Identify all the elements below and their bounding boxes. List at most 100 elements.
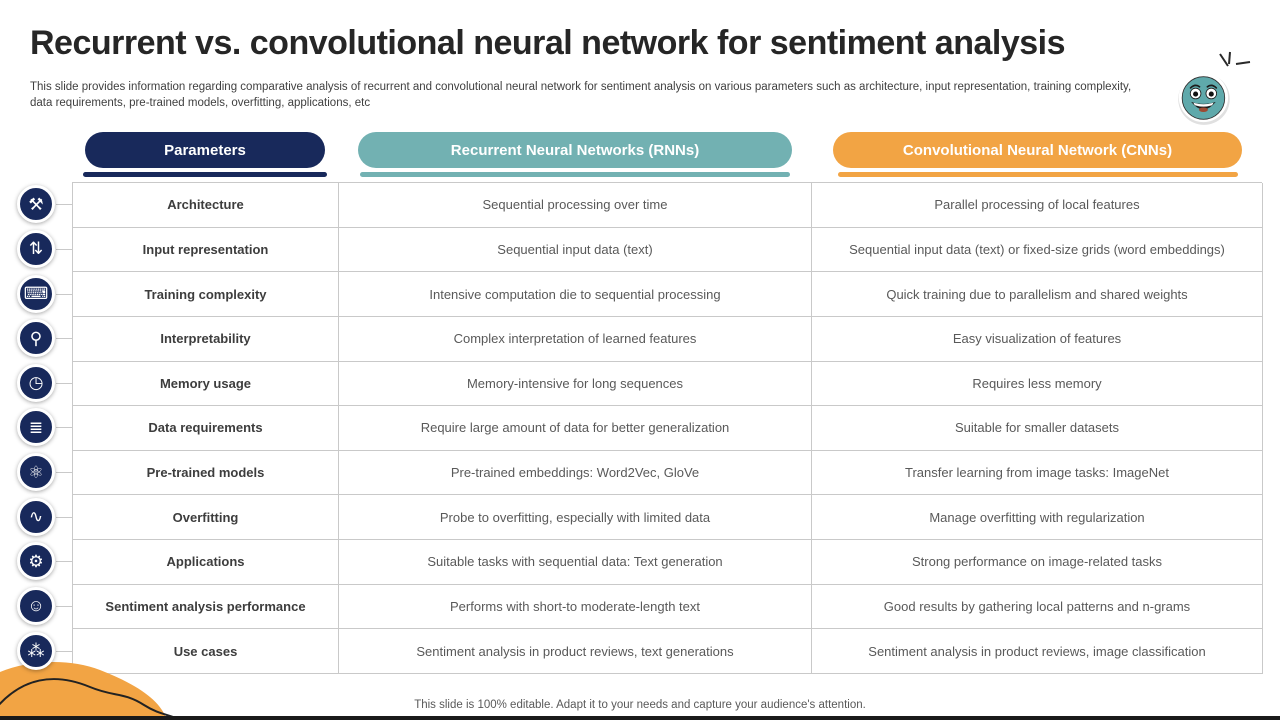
- clock-head-icon: ◷: [17, 363, 55, 402]
- page-subtitle: This slide provides information regardin…: [30, 81, 1132, 109]
- icon-connector-line: [56, 605, 72, 607]
- page-title: Recurrent vs. convolutional neural netwo…: [30, 24, 1066, 62]
- cnn-value-cell: Easy visualization of features: [812, 316, 1263, 362]
- row-icon-slot: ≣: [0, 405, 72, 450]
- row-icon-slot: ⁂: [0, 628, 72, 673]
- parameter-cell: Pre-trained models: [73, 450, 339, 496]
- rnn-value-cell: Suitable tasks with sequential data: Tex…: [339, 540, 812, 585]
- line-chart-icon-glyph: ∿: [28, 507, 44, 527]
- cnn-value-cell: Good results by gathering local patterns…: [812, 584, 1263, 630]
- parameter-cell: Data requirements: [73, 406, 339, 451]
- machine-icon-glyph: ⚒: [28, 194, 44, 214]
- parameter-cell: Memory usage: [73, 361, 339, 407]
- parameter-cell: Training complexity: [73, 272, 339, 317]
- footer-note: This slide is 100% editable. Adapt it to…: [414, 699, 866, 711]
- rnn-value-cell: Probe to overfitting, especially with li…: [339, 495, 812, 540]
- cnn-value-cell: Manage overfitting with regularization: [812, 495, 1263, 540]
- column-header-cnn-label: Convolutional Neural Network (CNNs): [902, 141, 1173, 159]
- icon-connector-line: [56, 472, 72, 474]
- row-icon-slot: ⚙: [0, 539, 72, 584]
- parameter-cell: Sentiment analysis performance: [73, 584, 339, 630]
- cnn-value-cell: Sequential input data (text) or fixed-si…: [812, 227, 1263, 273]
- cnn-value-cell: Strong performance on image-related task…: [812, 540, 1263, 585]
- rnn-value-cell: Complex interpretation of learned featur…: [339, 316, 812, 362]
- row-icon-slot: ◷: [0, 361, 72, 406]
- cnn-underline: [838, 172, 1238, 177]
- column-header-rnn: Recurrent Neural Networks (RNNs): [358, 132, 792, 168]
- smiley-face-icon: [1176, 70, 1232, 126]
- parameter-cell: Overfitting: [73, 495, 339, 540]
- cnn-value-cell: Parallel processing of local features: [812, 183, 1263, 228]
- row-icons-column: ⚒ ⇅ ⌨ ⚲ ◷ ≣ ⚛ ∿ ⚙ ☺ ⁂: [0, 182, 72, 673]
- rnn-value-cell: Sentiment analysis in product reviews, t…: [339, 629, 812, 674]
- rnn-value-cell: Intensive computation die to sequential …: [339, 272, 812, 317]
- parameter-cell: Use cases: [73, 629, 339, 674]
- rnn-underline: [360, 172, 790, 177]
- icon-connector-line: [56, 382, 72, 384]
- rnn-value-cell: Require large amount of data for better …: [339, 406, 812, 451]
- clock-head-icon-glyph: ◷: [28, 373, 44, 393]
- parameter-cell: Interpretability: [73, 316, 339, 362]
- icon-connector-line: [56, 650, 72, 652]
- rnn-value-cell: Sequential processing over time: [339, 183, 812, 228]
- icon-connector-line: [56, 561, 72, 563]
- icon-connector-line: [56, 248, 72, 250]
- row-icon-slot: ⌨: [0, 271, 72, 316]
- parameters-underline: [83, 172, 327, 177]
- parameter-cell: Input representation: [73, 227, 339, 273]
- network-icon-glyph: ⁂: [27, 641, 45, 661]
- row-icon-slot: ⇅: [0, 227, 72, 272]
- emphasis-lines-icon: [1216, 50, 1252, 80]
- rnn-value-cell: Performs with short-to moderate-length t…: [339, 584, 812, 630]
- rnn-value-cell: Sequential input data (text): [339, 227, 812, 273]
- workstation-icon: ⌨: [17, 274, 55, 313]
- row-icon-slot: ⚛: [0, 450, 72, 495]
- column-header-parameters-label: Parameters: [164, 141, 246, 159]
- settings-icon-glyph: ⚙: [28, 551, 44, 571]
- cnn-value-cell: Transfer learning from image tasks: Imag…: [812, 450, 1263, 496]
- icon-connector-line: [56, 204, 72, 206]
- smiley-person-icon: ☺: [17, 586, 55, 625]
- icon-connector-line: [56, 293, 72, 295]
- magnifier-icon: ⚲: [17, 319, 55, 358]
- brain-data-icon: ⚛: [17, 453, 55, 492]
- document-icon-glyph: ≣: [28, 417, 44, 437]
- parameter-cell: Architecture: [73, 183, 339, 228]
- cnn-value-cell: Quick training due to parallelism and sh…: [812, 272, 1263, 317]
- brain-data-icon-glyph: ⚛: [28, 462, 44, 482]
- column-header-cnn: Convolutional Neural Network (CNNs): [833, 132, 1242, 168]
- arrows-updown-icon: ⇅: [17, 229, 55, 268]
- smiley-person-icon-glyph: ☺: [27, 596, 45, 616]
- cnn-value-cell: Requires less memory: [812, 361, 1263, 407]
- magnifier-icon-glyph: ⚲: [29, 328, 43, 348]
- network-icon: ⁂: [17, 631, 55, 670]
- row-icon-slot: ⚒: [0, 182, 72, 227]
- document-icon: ≣: [17, 408, 55, 447]
- line-chart-icon: ∿: [17, 497, 55, 536]
- column-header-parameters: Parameters: [85, 132, 325, 168]
- row-icon-slot: ∿: [0, 494, 72, 539]
- machine-icon: ⚒: [17, 185, 55, 224]
- icon-connector-line: [56, 516, 72, 518]
- rnn-value-cell: Pre-trained embeddings: Word2Vec, GloVe: [339, 450, 812, 496]
- workstation-icon-glyph: ⌨: [23, 284, 49, 304]
- row-icon-slot: ☺: [0, 584, 72, 629]
- settings-icon: ⚙: [17, 542, 55, 581]
- cnn-value-cell: Suitable for smaller datasets: [812, 406, 1263, 451]
- column-header-rnn-label: Recurrent Neural Networks (RNNs): [450, 141, 700, 159]
- parameter-cell: Applications: [73, 540, 339, 585]
- icon-connector-line: [56, 427, 72, 429]
- cnn-value-cell: Sentiment analysis in product reviews, i…: [812, 629, 1263, 674]
- icon-connector-line: [56, 338, 72, 340]
